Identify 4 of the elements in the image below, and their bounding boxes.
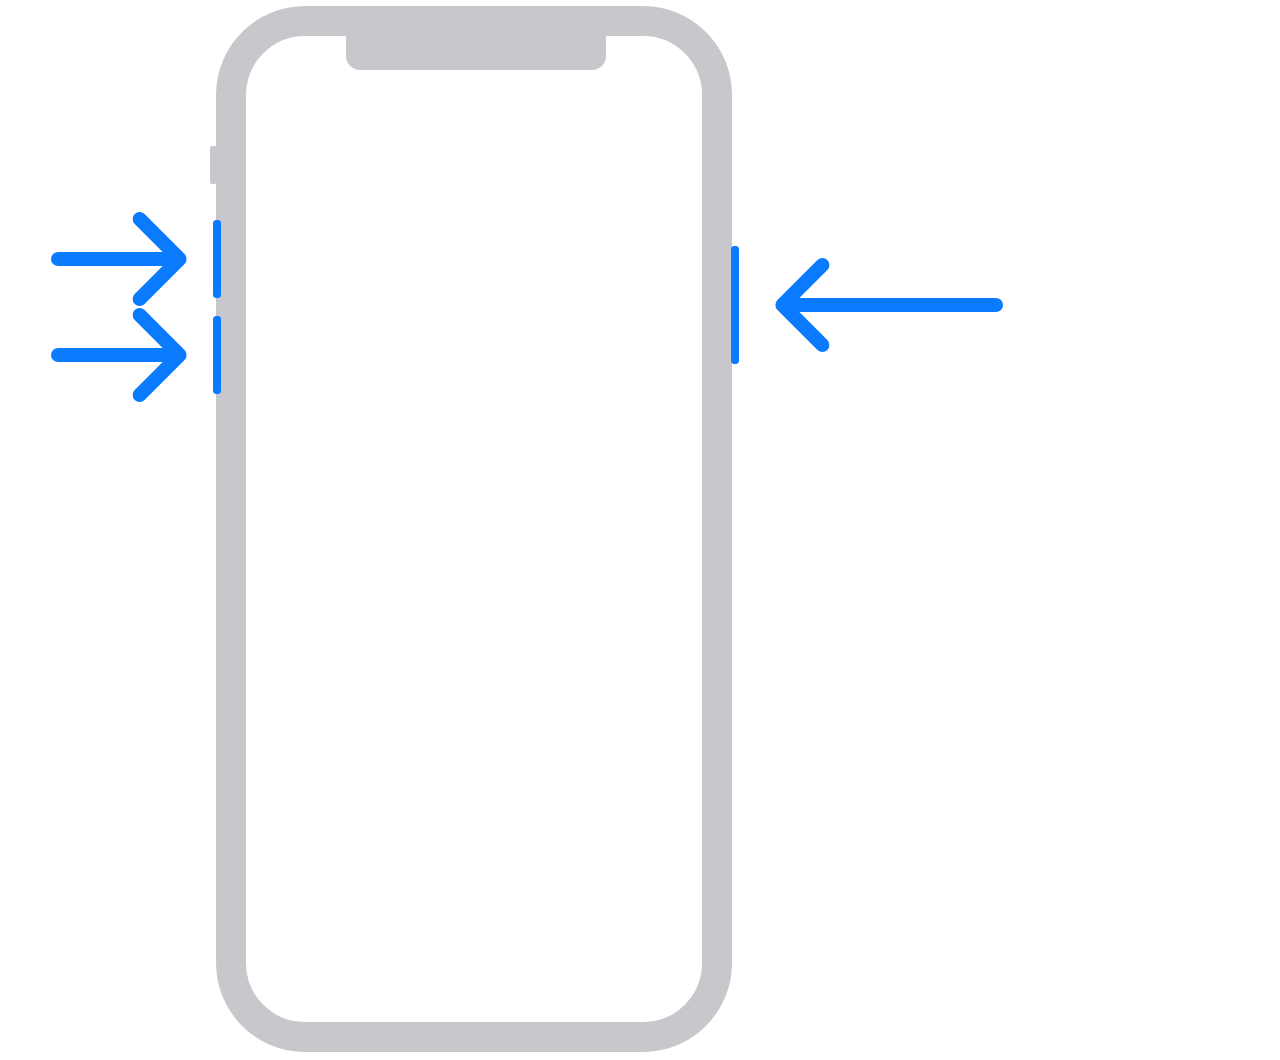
arrow xyxy=(775,258,1003,352)
side-button xyxy=(213,316,221,394)
side-button xyxy=(213,220,221,298)
side-button xyxy=(731,246,739,364)
